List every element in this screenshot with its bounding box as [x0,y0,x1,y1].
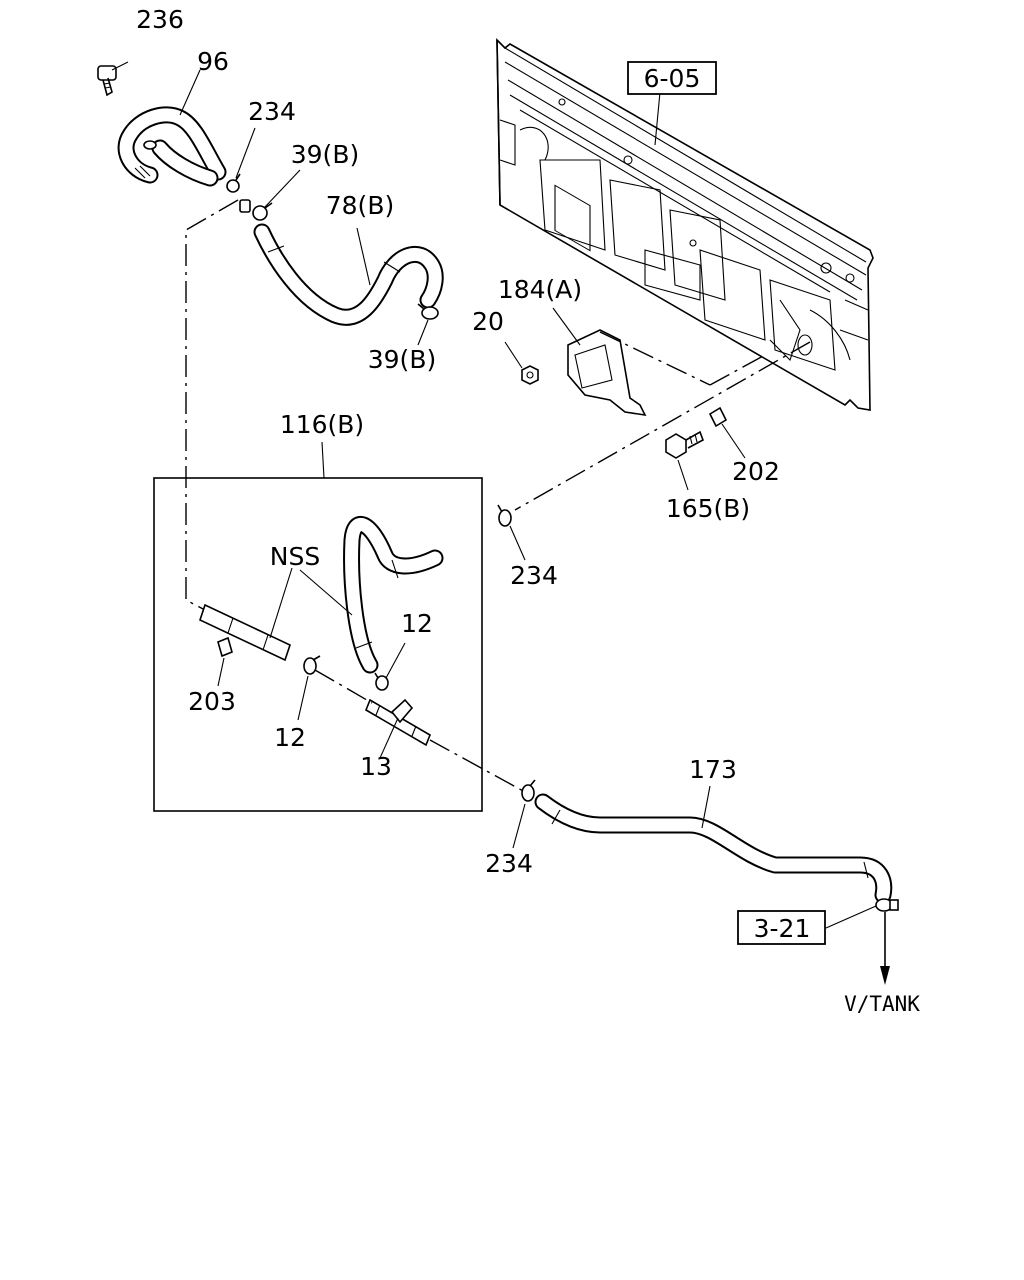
label-234-top: 234 [248,97,296,126]
bracket-184a [567,329,647,417]
label-234-bottom: 234 [485,849,533,878]
ref-321-label: 3-21 [754,914,811,943]
label-nss: NSS [270,542,320,571]
ref-605-label: 6-05 [644,64,701,93]
label-12-right: 12 [401,609,433,638]
clamp-12-left [303,655,321,675]
bolt-165b [665,430,704,459]
fitting-end [875,898,899,912]
clamp-12-right [374,672,389,691]
hose-96 [117,106,227,187]
clamp-234-bottom [521,779,536,802]
label-39b-bottom: 39(B) [368,345,436,374]
arrow-down-icon [880,912,890,985]
bolt-236 [97,65,117,97]
ref-box-321 [737,910,826,945]
plug-203 [217,636,233,658]
hose-173 [534,793,893,904]
ref-box-605 [627,61,717,95]
nut-20 [521,365,539,385]
label-202: 202 [732,457,780,486]
label-116b: 116(B) [280,410,364,439]
hose-straight [199,603,291,662]
destination-label: V/TANK [844,992,920,1016]
label-13: 13 [360,752,392,781]
clamp-39b-top [252,202,273,221]
label-203: 203 [188,687,236,716]
front-panel [496,38,874,411]
label-234-mid: 234 [510,561,558,590]
hose-nss [343,516,444,674]
label-184a: 184(A) [498,275,582,304]
washer-202 [708,406,728,428]
hose-78b [253,223,444,326]
label-12-left: 12 [274,723,306,752]
label-39b-top: 39(B) [291,140,359,169]
label-96: 96 [197,47,229,76]
kit-box-116b [153,477,483,812]
tjoint-13 [365,698,431,747]
label-20: 20 [472,307,504,336]
clamp-234-mid [497,504,512,527]
label-236: 236 [136,5,184,34]
clamp-234-top [226,173,251,213]
label-165b: 165(B) [666,494,750,523]
label-173: 173 [689,755,737,784]
clamp-39b-bottom [417,303,439,320]
label-78b: 78(B) [326,191,394,220]
